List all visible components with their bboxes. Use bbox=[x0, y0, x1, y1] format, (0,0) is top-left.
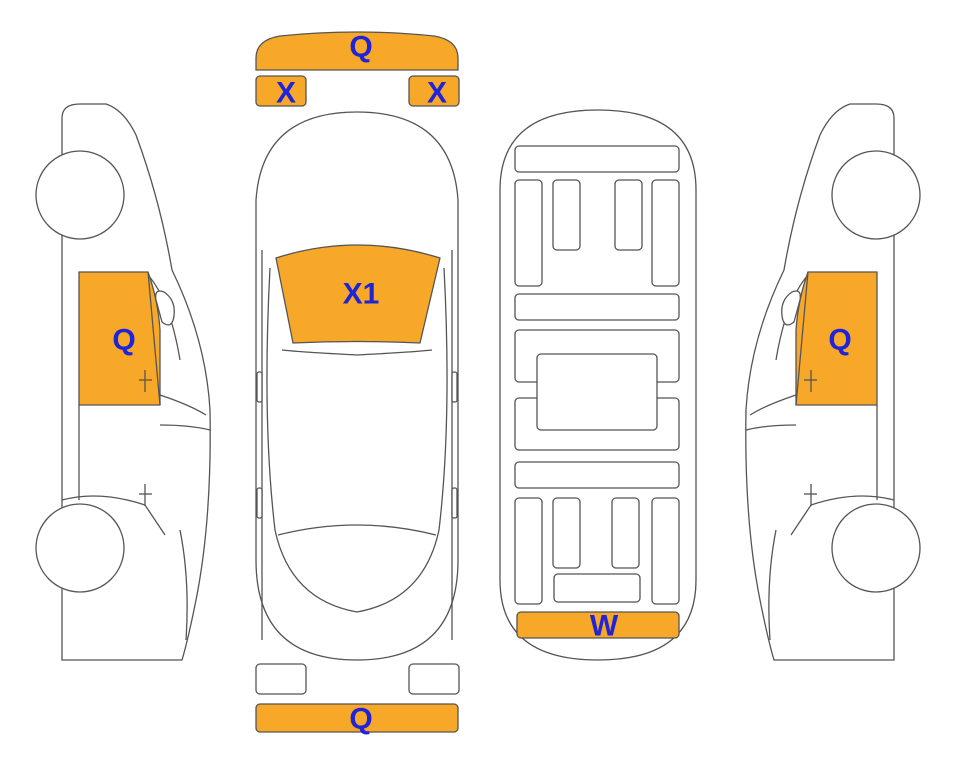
right-mirror bbox=[781, 290, 801, 326]
right-front-wheel bbox=[831, 150, 921, 240]
rear-light-left bbox=[255, 663, 307, 695]
left-side-view: Q bbox=[35, 103, 211, 661]
right-side-view: Q bbox=[745, 103, 921, 661]
rear-bumper-highlight bbox=[255, 703, 459, 733]
front-bumper-highlight bbox=[255, 31, 459, 71]
front-wheel bbox=[35, 150, 125, 240]
right-rear-wheel bbox=[831, 503, 921, 593]
left-front-door-label: Q bbox=[112, 324, 135, 357]
headlight-right-label: X bbox=[427, 77, 447, 110]
headlight-right-highlight bbox=[408, 75, 460, 107]
headlight-left-label: X bbox=[276, 77, 296, 110]
right-front-door-label: Q bbox=[828, 324, 851, 357]
underbody-rear-highlight bbox=[516, 611, 680, 639]
windshield-label: X1 bbox=[343, 278, 380, 311]
windshield-highlight bbox=[275, 244, 441, 344]
front-bumper-label: Q bbox=[349, 31, 372, 64]
rear-bumper-label: Q bbox=[349, 703, 372, 736]
top-view: Q X X X1 Q bbox=[255, 31, 460, 736]
headlight-left-highlight bbox=[255, 75, 307, 107]
rear-wheel bbox=[35, 503, 125, 593]
underbody-view: W bbox=[499, 109, 697, 661]
left-mirror bbox=[155, 290, 175, 326]
rear-light-right bbox=[408, 663, 460, 695]
underbody-rear-label: W bbox=[590, 610, 619, 643]
